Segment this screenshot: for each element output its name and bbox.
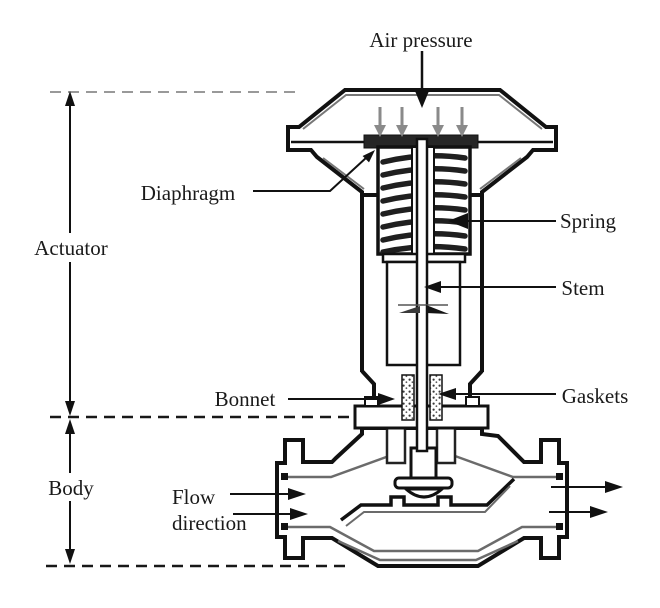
actuator-dimension-line [65, 91, 75, 416]
arrowhead-up-icon [65, 419, 75, 434]
gasket-packing-left [401, 374, 415, 421]
label-gaskets: Gaskets [562, 384, 629, 408]
plug-disc [402, 487, 446, 499]
bonnet-bolt-right [465, 396, 480, 407]
air-flow-arrows [374, 107, 468, 137]
label-diaphragm: Diaphragm [141, 181, 235, 205]
actuator-assembly [286, 51, 558, 453]
flow-arrow-bottom [233, 508, 308, 520]
outlet-arrow-top [551, 481, 623, 493]
arrowhead-down-icon [415, 91, 429, 108]
bonnet-leader [288, 393, 395, 405]
label-air-pressure: Air pressure [369, 28, 472, 52]
gaskets-leader [438, 388, 556, 400]
outlet-top-inner-wall [454, 454, 558, 479]
label-body: Body [48, 476, 94, 500]
stem-rod [415, 137, 429, 453]
seat-bridge [339, 477, 516, 522]
inner-wall-end-caps [281, 473, 563, 530]
air-pressure-arrow [415, 51, 429, 108]
callout-leaders [230, 150, 623, 520]
label-stem: Stem [561, 276, 604, 300]
arrowhead-down-icon [65, 401, 75, 416]
plug-stem-holder [409, 446, 438, 482]
valve-body-assembly [275, 426, 569, 568]
label-spring: Spring [560, 209, 617, 233]
reference-lines [46, 91, 355, 568]
travel-indicator [398, 304, 449, 314]
plug-flange [393, 476, 454, 490]
seat-bridge-shadow [345, 485, 511, 527]
spring-leader [448, 213, 556, 229]
arrowhead-down-icon [65, 549, 75, 564]
label-flow-direction: direction [172, 511, 247, 535]
diaphragm-leader [253, 150, 375, 192]
callout-labels: Air pressure Diaphragm Actuator Spring S… [34, 28, 628, 535]
gasket-packing-right [429, 374, 443, 421]
label-bonnet: Bonnet [215, 387, 276, 411]
label-flow: Flow [172, 485, 216, 509]
lower-duct-inner-wall [286, 525, 558, 553]
body-inner-walls [286, 454, 558, 562]
outlet-arrow-bottom [549, 506, 608, 518]
flow-arrow-top [230, 488, 306, 500]
stem-leader [424, 281, 556, 293]
neck-guide-left [385, 426, 407, 465]
inlet-top-inner-wall [286, 454, 390, 479]
bottom-inner-shadow [337, 539, 519, 562]
arrowhead-up-icon [65, 91, 75, 106]
neck-guide-right [435, 426, 457, 465]
body-dimension-line [65, 419, 75, 564]
dimension-annotations [65, 91, 75, 564]
label-actuator: Actuator [34, 236, 107, 260]
